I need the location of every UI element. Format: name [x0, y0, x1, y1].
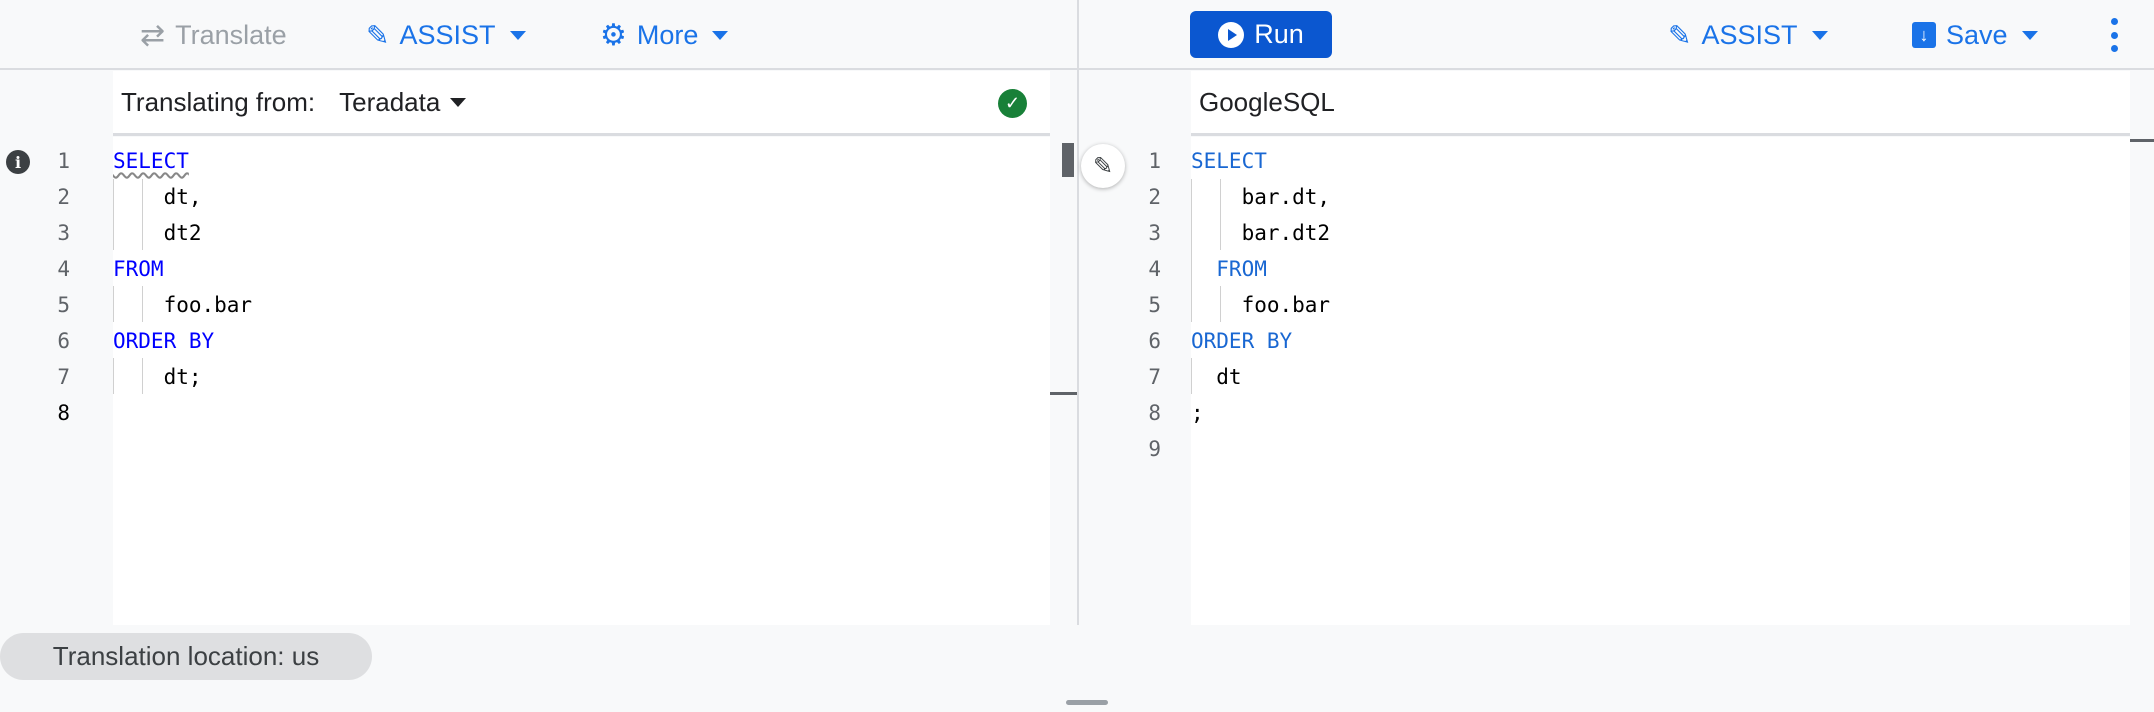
line-number: 1 [1148, 149, 1161, 173]
source-toolbar: ⇄ Translate ✎ ASSIST ⚙ More [0, 0, 1077, 70]
line-number: 6 [57, 329, 70, 353]
line-number: 7 [1148, 365, 1161, 389]
code-line: foo.bar [1191, 293, 1331, 317]
assist-button-source[interactable]: ✎ ASSIST [366, 14, 526, 56]
code-line: FROM [113, 257, 164, 281]
caret-down-icon [1811, 30, 1828, 40]
line-number: 5 [1148, 293, 1161, 317]
magic-pen-icon[interactable]: ✎ [1081, 144, 1125, 188]
assist-button-target[interactable]: ✎ ASSIST [1668, 14, 1828, 56]
save-download-icon: ↓ [1912, 22, 1936, 48]
more-button[interactable]: ⚙ More [600, 14, 729, 56]
caret-down-icon [509, 30, 526, 40]
code-line: SELECT [1191, 149, 1267, 173]
source-editor[interactable] [113, 137, 1050, 625]
code-line: ORDER BY [1191, 329, 1293, 353]
info-icon[interactable]: i [6, 150, 30, 174]
code-line [1191, 431, 1330, 467]
gear-icon: ⚙ [600, 18, 627, 52]
translation-location-label: Translation location: us [52, 641, 320, 671]
translating-from-label: Translating from: [121, 86, 316, 117]
target-editor[interactable] [1191, 137, 2130, 625]
target-line-numbers: 1 2 3 4 5 6 7 8 9 [1131, 143, 1161, 467]
code-line: ORDER BY [113, 329, 215, 353]
resize-handle[interactable] [1066, 700, 1108, 705]
line-number: 3 [1148, 221, 1161, 245]
more-label: More [636, 19, 699, 50]
run-button[interactable]: Run [1190, 11, 1332, 58]
line-number: 4 [1148, 257, 1161, 281]
target-toolbar [1079, 0, 2154, 70]
play-icon [1218, 21, 1245, 48]
line-number: 3 [57, 221, 70, 245]
code-line: dt; [113, 365, 202, 389]
source-header: Translating from: Teradata ✓ [113, 71, 1050, 136]
source-line-numbers: 1 2 3 4 5 6 7 8 [40, 143, 70, 431]
dialect-value: Teradata [339, 86, 441, 117]
magic-pen-icon: ✎ [1668, 19, 1692, 51]
pane-divider[interactable] [1077, 0, 1079, 625]
run-label: Run [1254, 19, 1304, 49]
line-number: 2 [1148, 185, 1161, 209]
line-number: 4 [57, 257, 70, 281]
line-number: 5 [57, 293, 70, 317]
code-line: dt, [113, 185, 202, 209]
code-line: bar.dt2 [1191, 221, 1331, 245]
line-number: 9 [1148, 437, 1161, 461]
code-line: bar.dt, [1191, 185, 1331, 209]
translate-button[interactable]: ⇄ Translate [140, 14, 287, 56]
check-circle-icon: ✓ [998, 89, 1027, 118]
caret-down-icon [712, 30, 729, 40]
code-line: foo.bar [113, 293, 253, 317]
code-line: FROM [1191, 257, 1267, 281]
scrollbar-thumb[interactable] [1062, 143, 1074, 177]
line-number: 1 [57, 149, 70, 173]
line-number: 7 [57, 365, 70, 389]
dialect-select[interactable]: Teradata [339, 86, 467, 118]
target-header: GoogleSQL [1191, 71, 2130, 136]
save-label: Save [1946, 19, 2008, 50]
target-dialect-label: GoogleSQL [1199, 86, 1335, 117]
swap-arrows-icon: ⇄ [140, 18, 166, 52]
overview-ruler-marker [2130, 139, 2154, 142]
caret-down-icon [450, 97, 467, 107]
code-line: dt [1191, 365, 1242, 389]
code-line [113, 395, 252, 431]
overview-ruler-marker [1050, 392, 1077, 395]
save-button[interactable]: ↓ Save [1912, 14, 2038, 56]
assist-label: ASSIST [399, 19, 496, 50]
more-vert-icon[interactable] [2110, 18, 2118, 52]
assist-label: ASSIST [1701, 19, 1798, 50]
line-number: 6 [1148, 329, 1161, 353]
line-number: 8 [57, 401, 70, 425]
caret-down-icon [2021, 30, 2038, 40]
translation-location-chip[interactable]: Translation location: us [0, 633, 372, 680]
magic-pen-icon: ✎ [366, 19, 390, 51]
line-number: 2 [57, 185, 70, 209]
line-number: 8 [1148, 401, 1161, 425]
code-line: SELECT [113, 149, 189, 173]
code-line: ; [1191, 401, 1204, 425]
translate-label: Translate [175, 19, 287, 50]
code-line: dt2 [113, 221, 202, 245]
